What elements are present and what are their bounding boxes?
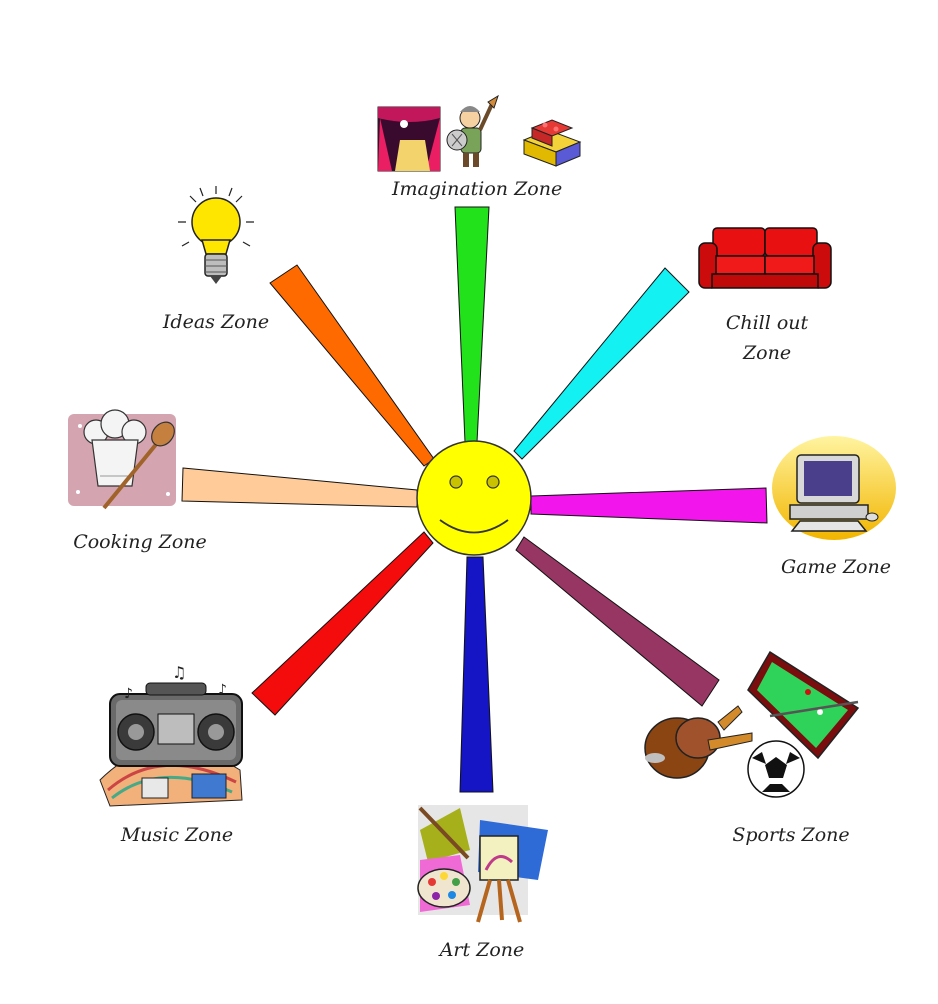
easel-palette-icon [417,805,548,923]
sports-equipment-icon [644,650,860,798]
svg-text:♫: ♫ [172,663,186,682]
ray-art [459,556,494,793]
theatre-knight-blocks-icon [377,94,582,172]
label-game-zone: Game Zone [781,556,891,578]
ray-cooking [181,467,418,508]
label-art-zone: Art Zone [439,939,525,961]
soccer-ball-icon [747,740,805,798]
snooker-table-icon [747,650,860,760]
svg-text:♪: ♪ [124,686,133,702]
label-chill-line2: Zone [742,342,792,364]
right-eye [486,475,500,489]
left-eye [449,475,463,489]
ray-ideas [269,264,435,467]
label-music-zone: Music Zone [120,824,234,846]
ray-chill [513,267,690,460]
label-ideas-zone: Ideas Zone [162,311,270,333]
ray-game [530,487,768,524]
computer-icon [772,436,896,540]
ray-sports [515,536,720,707]
label-imagination-zone: Imagination Zone [392,178,563,200]
knight-icon [446,94,499,167]
label-cooking-zone: Cooking Zone [73,531,207,553]
toy-blocks-icon [522,119,582,167]
sun-face [416,440,532,556]
ray-music [251,531,434,716]
chef-hat-spoon-icon [68,409,176,510]
label-sports-zone: Sports Zone [732,824,850,846]
ping-pong-paddles-icon [644,705,753,779]
svg-text:♪: ♪ [218,682,227,698]
boombox-icon: ♪ ♫ ♪ [99,663,243,807]
sofa-icon [698,227,832,289]
label-chill-line1: Chill out [725,312,809,334]
smile [439,519,509,534]
label-chill-out-zone: Chill out Zone [712,308,822,368]
smiley-face-icon [416,440,532,556]
theatre-stage-icon [377,106,441,172]
lightbulb-icon [178,186,254,284]
ray-imagination [454,206,490,443]
